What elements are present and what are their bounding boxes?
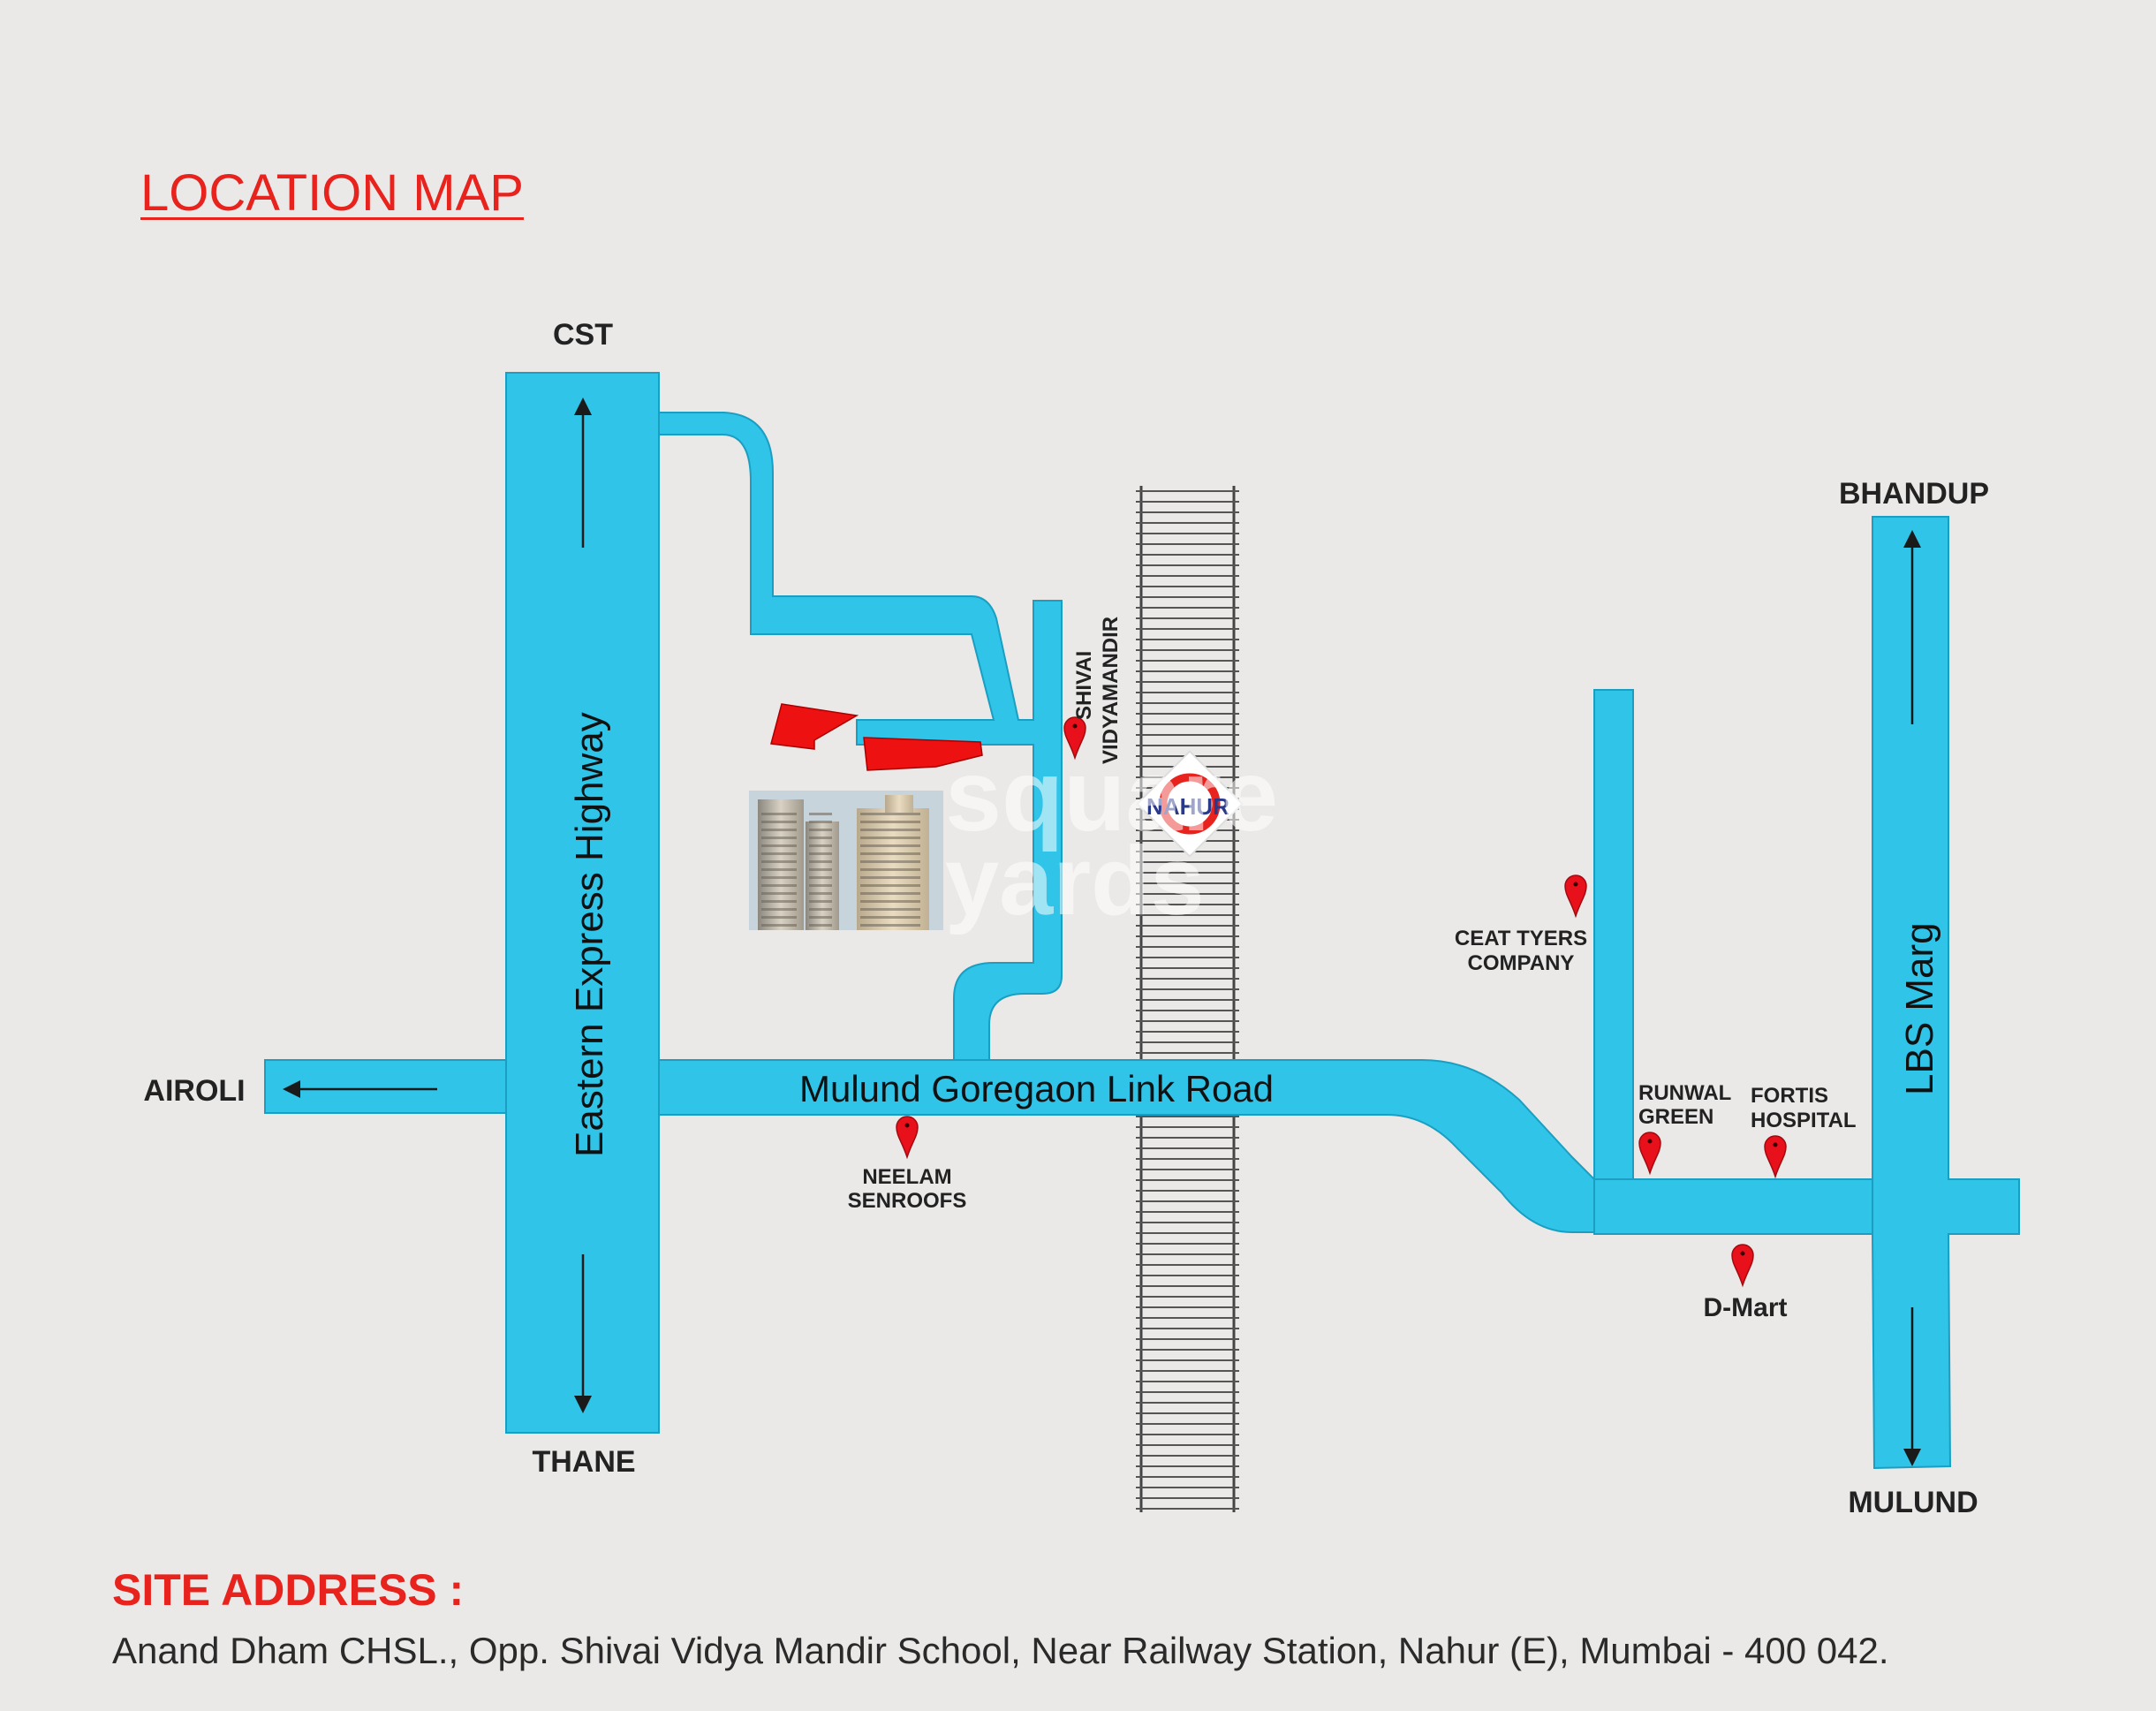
link-road [658,1059,1595,1233]
top-loop-road [658,412,1063,1061]
site-address-text: Anand Dham CHSL., Opp. Shivai Vidya Mand… [112,1630,1889,1671]
landmark-neelam-line1: NEELAM [862,1165,951,1189]
landmark-neelam-line2: SENROOFS [848,1189,967,1213]
map-title: LOCATION MAP [140,164,524,222]
pin-dmart-icon [1731,1244,1754,1288]
landmark-runwal-line2: GREEN [1638,1105,1713,1129]
project-plot-south [863,737,983,771]
direction-bhandup: BHANDUP [1839,477,1989,511]
ceat-road [1593,689,1634,1180]
link-road-label: Mulund Goregaon Link Road [799,1068,1274,1109]
landmark-ceat-line1: CEAT TYERS [1455,927,1587,950]
site-address-heading: SITE ADDRESS : [112,1565,465,1615]
project-building-image [749,791,943,930]
nahur-station-icon: NAHUR [1136,750,1244,858]
direction-airoli: AIROLI [143,1074,245,1108]
pin-neelam-icon [896,1116,919,1160]
station-label: NAHUR [1146,793,1229,820]
svg-text:yards: yards [945,827,1205,935]
lbs-marg-label: LBS Marg [1898,922,1941,1095]
pin-ceat-icon [1564,874,1587,919]
pin-shivai-icon [1063,716,1086,761]
project-plot-north [770,703,859,750]
landmark-shivai-line2: VIDYAMANDIR [1099,617,1123,764]
airoli-road [264,1059,507,1114]
landmark-dmart: D-Mart [1704,1293,1788,1322]
landmark-ceat-line2: COMPANY [1468,951,1575,975]
direction-mulund: MULUND [1848,1486,1978,1519]
direction-cst: CST [553,318,613,352]
railway-track [1136,486,1239,1512]
landmark-shivai-line1: SHIVAI [1072,651,1096,720]
highway-label: Eastern Express Highway [568,712,611,1157]
pin-fortis-icon [1764,1135,1787,1179]
road-network [264,372,2020,1470]
landmark-fortis-line2: HOSPITAL [1751,1109,1857,1132]
landmark-runwal-line1: RUNWAL [1638,1081,1731,1105]
landmark-fortis-line1: FORTIS [1751,1084,1828,1108]
lbs-road [1872,516,2020,1470]
direction-thane: THANE [532,1445,635,1479]
watermark: square yards [945,739,1278,935]
svg-text:square: square [945,739,1278,852]
pin-runwal-icon [1638,1132,1661,1176]
